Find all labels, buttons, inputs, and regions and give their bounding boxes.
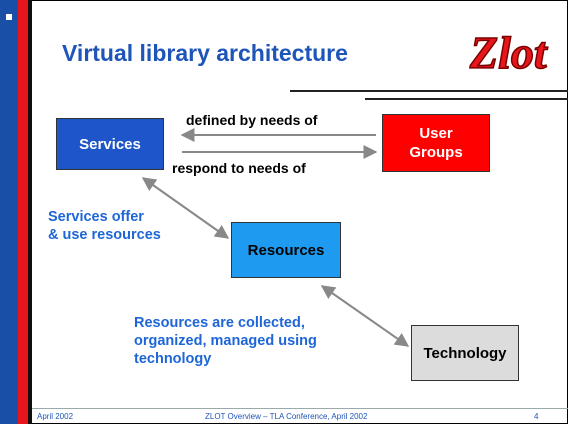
- logo-text: Zlot: [469, 27, 548, 78]
- services-note-line1: Services offer: [48, 209, 144, 225]
- resources-note-line2: organized, managed using: [134, 333, 317, 349]
- user-groups-label-line2: Groups: [409, 144, 463, 161]
- left-red-bar: [18, 0, 28, 424]
- services-box: Services: [56, 118, 164, 170]
- slide-title: Virtual library architecture: [62, 40, 348, 66]
- resources-note-line3: technology: [134, 351, 212, 367]
- defined-by-needs-label: defined by needs of: [186, 112, 318, 128]
- footer-page-number: 4: [534, 412, 539, 421]
- services-note-line2: & use resources: [48, 227, 161, 243]
- footer-date: April 2002: [37, 412, 74, 421]
- resources-box: Resources: [231, 222, 341, 278]
- title-underline-1: [290, 90, 568, 92]
- respond-to-needs-label: respond to needs of: [172, 160, 306, 176]
- technology-box: Technology: [411, 325, 519, 381]
- user-groups-box: User Groups: [382, 114, 490, 172]
- services-note: Services offer & use resources: [48, 208, 161, 244]
- title-underline-2: [365, 98, 568, 100]
- resources-note: Resources are collected, organized, mana…: [134, 314, 317, 368]
- zlot-logo: Zlot: [468, 26, 548, 79]
- corner-mark: [6, 14, 12, 20]
- left-dark-bar: [28, 0, 32, 424]
- resources-label: Resources: [247, 241, 325, 259]
- footer-divider: [32, 408, 568, 409]
- services-label: Services: [79, 135, 141, 153]
- resources-note-line1: Resources are collected,: [134, 315, 305, 331]
- left-blue-bar: [0, 0, 18, 424]
- technology-label: Technology: [423, 344, 507, 362]
- user-groups-label-line1: User: [419, 125, 453, 142]
- footer-center: ZLOT Overview – TLA Conference, April 20…: [205, 412, 368, 421]
